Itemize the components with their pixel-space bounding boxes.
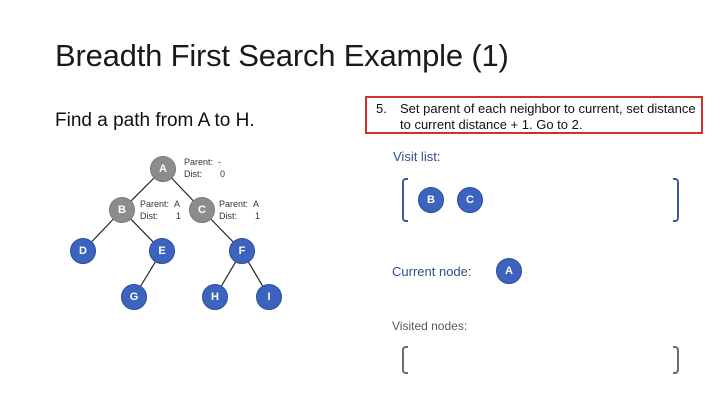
- dist-value: 0: [220, 169, 226, 179]
- tree-node-e: E: [149, 238, 175, 264]
- visit-list-label: Visit list:: [393, 149, 441, 164]
- tree-node-a: A: [150, 156, 176, 182]
- step-text: Set parent of each neighbor to current, …: [400, 101, 696, 132]
- problem-statement: Find a path from A to H.: [55, 110, 255, 131]
- slide-title: Breadth First Search Example (1): [55, 38, 509, 73]
- current-node-label: Current node:: [392, 264, 472, 279]
- dist-label: Dist:: [184, 169, 202, 179]
- current-node-value: A: [496, 258, 522, 284]
- tree-node-d: D: [70, 238, 96, 264]
- dist-label: Dist:: [219, 211, 237, 221]
- tree-node-i: I: [256, 284, 282, 310]
- parent-label: Parent:: [219, 199, 249, 209]
- tree-node-g: G: [121, 284, 147, 310]
- dist-value: 1: [255, 211, 261, 221]
- dist-label: Dist:: [140, 211, 158, 221]
- node-b-info: Parent: A Dist: 1: [140, 198, 181, 222]
- visit-list-left-bracket: [402, 178, 408, 222]
- visit-list-item-b: B: [418, 187, 444, 213]
- dist-value: 1: [176, 211, 182, 221]
- tree-node-f: F: [229, 238, 255, 264]
- parent-label: Parent:: [184, 157, 214, 167]
- visit-list-right-bracket: [673, 178, 679, 222]
- current-step-box: 5. Set parent of each neighbor to curren…: [365, 96, 703, 134]
- visit-list-item-c: C: [457, 187, 483, 213]
- parent-label: Parent:: [140, 199, 170, 209]
- visited-nodes-right-bracket: [673, 346, 679, 374]
- node-c-info: Parent: A Dist: 1: [219, 198, 260, 222]
- node-a-info: Parent:- Dist: 0: [184, 156, 225, 180]
- tree-node-h: H: [202, 284, 228, 310]
- parent-value: A: [174, 199, 181, 209]
- step-number: 5.: [376, 101, 387, 116]
- parent-value: A: [253, 199, 260, 209]
- tree-node-b: B: [109, 197, 135, 223]
- visited-nodes-label: Visited nodes:: [392, 319, 468, 333]
- tree-node-c: C: [189, 197, 215, 223]
- parent-value: -: [218, 157, 221, 167]
- visited-nodes-left-bracket: [402, 346, 408, 374]
